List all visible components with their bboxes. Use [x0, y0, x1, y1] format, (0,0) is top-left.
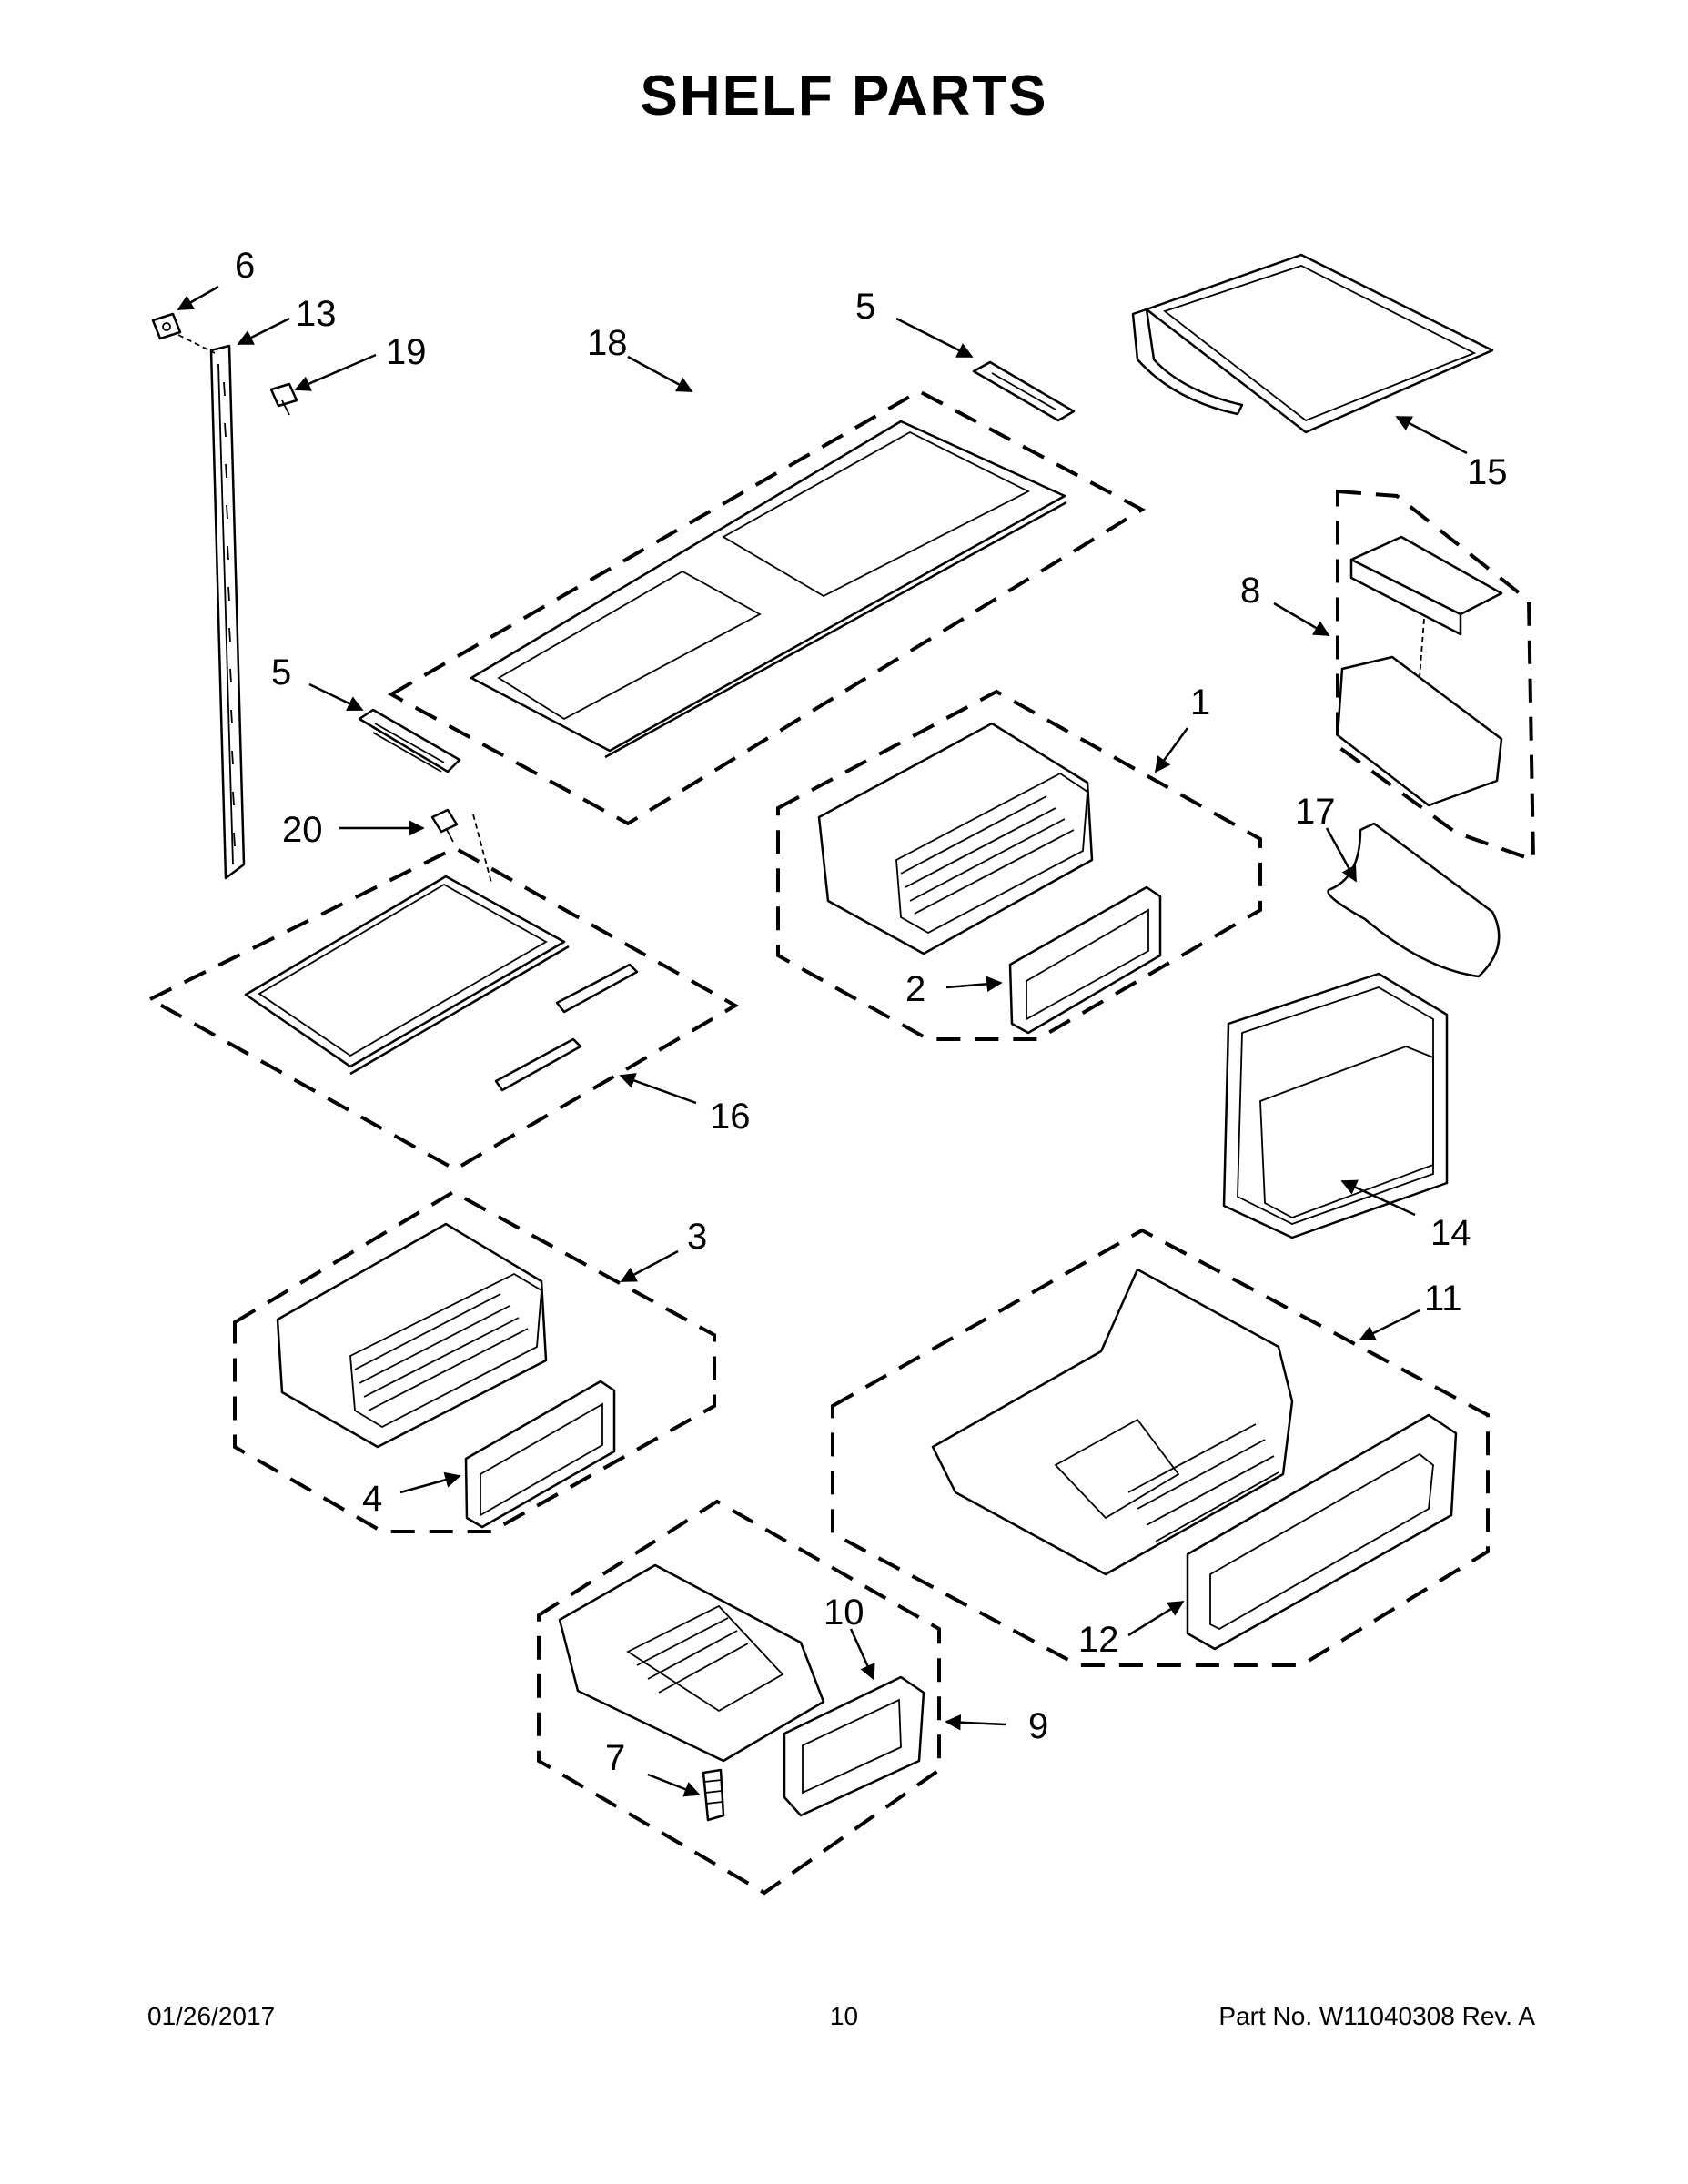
callout-7: 7 — [605, 1738, 625, 1778]
small-shelf-part-16[interactable] — [244, 875, 639, 1092]
callout-labels: 6 13 19 5 18 15 8 5 1 17 20 2 16 14 3 11… — [235, 246, 1508, 1778]
callout-17: 17 — [1295, 792, 1336, 832]
rail-cap-part-6[interactable] — [151, 312, 182, 340]
callout-4: 4 — [362, 1479, 382, 1519]
glass-shelf-part-18[interactable] — [470, 420, 1067, 759]
crisper-drawer-part-3[interactable] — [276, 1222, 548, 1449]
crisper-cover-part-4[interactable] — [464, 1380, 616, 1529]
dashed-group-3 — [233, 1189, 716, 1533]
callout-18: 18 — [587, 323, 628, 363]
footer-date: 01/26/2017 — [147, 2002, 276, 2030]
callout-leaders — [177, 285, 1468, 1797]
callout-14: 14 — [1430, 1213, 1471, 1253]
callout-9: 9 — [1028, 1706, 1048, 1746]
pantry-drawer-part-11[interactable] — [931, 1268, 1294, 1576]
callout-13: 13 — [296, 294, 337, 334]
shelf-endcap-part-5-left[interactable] — [358, 708, 461, 774]
callout-3: 3 — [687, 1217, 707, 1257]
callout-1: 1 — [1190, 682, 1210, 723]
footer-part-number: Part No. W11040308 Rev. A — [1218, 2002, 1535, 2030]
callout-16: 16 — [710, 1097, 751, 1137]
dashed-group-1 — [776, 689, 1262, 1041]
callout-5-left: 5 — [271, 652, 291, 693]
callout-15: 15 — [1467, 452, 1508, 492]
dashed-group-8 — [1336, 489, 1536, 863]
callout-19: 19 — [386, 332, 427, 372]
pantry-cover-part-12[interactable] — [1186, 1413, 1458, 1651]
dashed-group-18 — [387, 389, 1147, 826]
snack-cover-part-10[interactable] — [783, 1675, 925, 1817]
storage-bin-part-8[interactable] — [1336, 535, 1503, 807]
callout-10: 10 — [824, 1592, 864, 1633]
callout-12: 12 — [1078, 1620, 1119, 1660]
callout-5-top: 5 — [855, 287, 875, 327]
curved-cover-part-17[interactable] — [1327, 822, 1501, 978]
callout-2: 2 — [905, 969, 925, 1009]
screw-part-20[interactable] — [430, 808, 459, 843]
callout-11: 11 — [1424, 1279, 1462, 1319]
page-title: SHELF PARTS — [640, 65, 1048, 127]
dashed-group-16 — [146, 845, 740, 1172]
deli-drawer-part-14[interactable] — [1222, 972, 1449, 1239]
screw-part-7[interactable] — [702, 1768, 725, 1822]
callout-6: 6 — [235, 246, 255, 286]
crisper-drawer-part-1[interactable] — [817, 722, 1094, 956]
callout-8: 8 — [1240, 571, 1260, 611]
callout-20: 20 — [282, 810, 323, 850]
shelf-endcap-part-5-top[interactable] — [972, 360, 1076, 422]
snack-drawer-part-9[interactable] — [558, 1563, 825, 1763]
shelf-rail-part-13[interactable] — [209, 344, 246, 880]
footer-page-number: 10 — [829, 2002, 859, 2030]
crisper-cover-part-2[interactable] — [1008, 885, 1162, 1035]
dashed-group-11 — [831, 1228, 1490, 1667]
screw-part-19[interactable] — [269, 382, 298, 416]
dashed-group-9 — [537, 1499, 941, 1896]
cantilever-shelf-part-15[interactable] — [1131, 253, 1494, 434]
